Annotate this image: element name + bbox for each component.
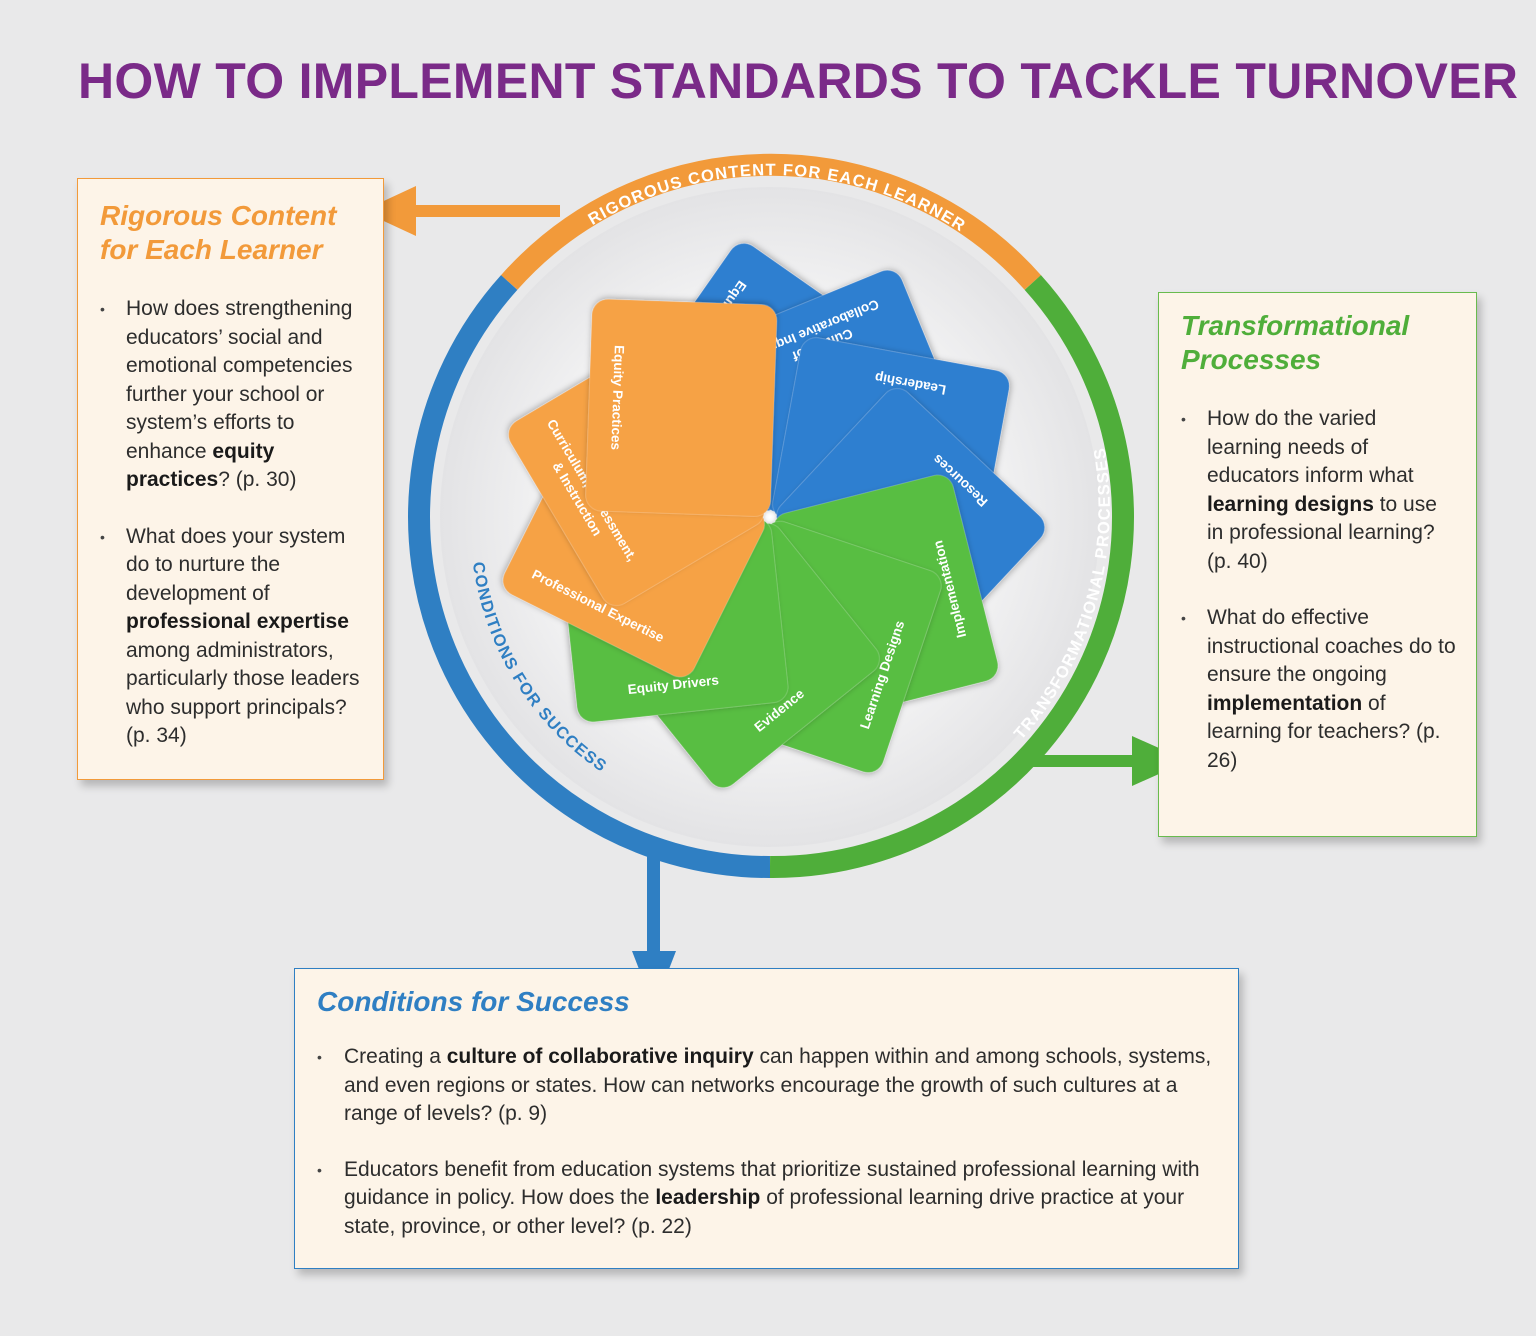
rigorous-title-line1: Rigorous Content bbox=[100, 200, 337, 231]
card-label: Equity Practices bbox=[608, 345, 627, 451]
conditions-question-2: Educators benefit from education systems… bbox=[317, 1156, 1214, 1242]
card-equity-practices: Equity Practices bbox=[585, 298, 778, 517]
transformational-question-2: What do effective instructional coaches … bbox=[1181, 604, 1456, 775]
conditions-for-success-title: Conditions for Success bbox=[317, 986, 630, 1017]
transformational-title-line1: Transformational bbox=[1181, 310, 1410, 341]
conditions-for-success-box: Conditions for Success Creating a cultur… bbox=[294, 968, 1239, 1269]
rigorous-title-line2: for Each Learner bbox=[100, 234, 323, 265]
card-face bbox=[585, 298, 778, 517]
rigorous-content-box: Rigorous Content for Each Learner How do… bbox=[77, 178, 384, 780]
rigorous-question-2: What does your system do to nurture the … bbox=[100, 523, 363, 751]
arrow-to-rigorous-box bbox=[362, 186, 560, 236]
ring-blue-arc bbox=[408, 275, 771, 879]
transformational-question-1: How do the varied learning needs of educ… bbox=[1181, 405, 1456, 576]
page-title: HOW TO IMPLEMENT STANDARDS TO TACKLE TUR… bbox=[78, 53, 1519, 109]
ring-orange-arc bbox=[500, 153, 1042, 290]
transformational-title-line2: Processes bbox=[1181, 344, 1322, 375]
cards-layer: Equity FoundationsCulture ofCollaborativ… bbox=[502, 243, 1046, 789]
transformational-processes-box: Transformational Processes How do the va… bbox=[1158, 292, 1477, 837]
ring-green-arc bbox=[769, 275, 1134, 879]
rigorous-question-1: How does strengthening educators’ social… bbox=[100, 295, 363, 495]
rigorous-content-title: Rigorous Content for Each Learner bbox=[100, 199, 363, 267]
conditions-question-1: Creating a culture of collaborative inqu… bbox=[317, 1043, 1214, 1129]
transformational-processes-title: Transformational Processes bbox=[1181, 309, 1456, 377]
